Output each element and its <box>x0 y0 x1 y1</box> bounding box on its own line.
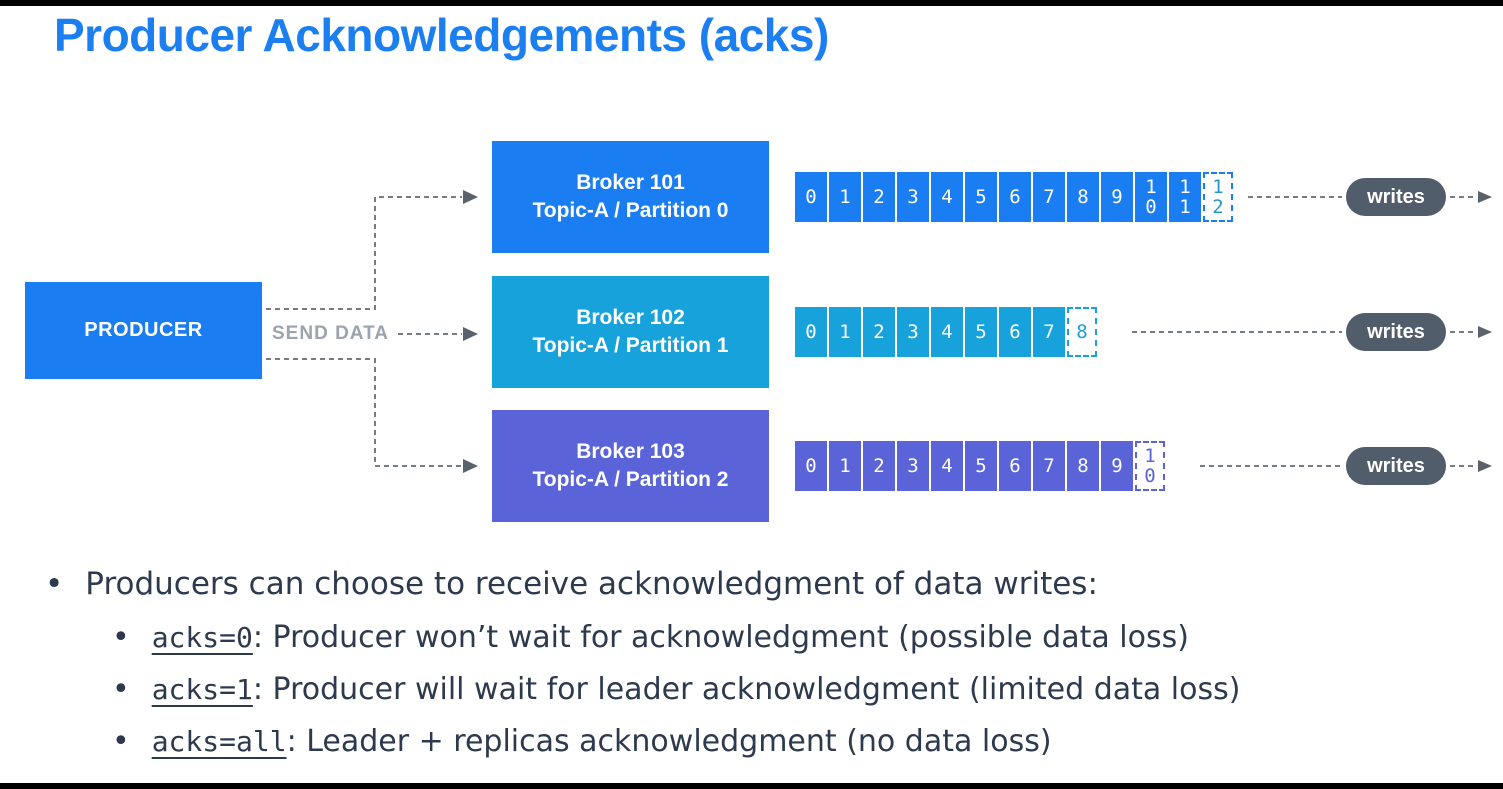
writes-pill: writes <box>1346 313 1446 351</box>
offset-cell: 9 <box>1101 172 1133 222</box>
offset-cell: 4 <box>931 172 963 222</box>
offset-cell: 7 <box>1033 172 1065 222</box>
bullet-icon: • <box>112 620 130 655</box>
acks-code: acks=0 <box>151 621 253 654</box>
writes-pill: writes <box>1346 447 1446 485</box>
acks-code: acks=1 <box>151 673 253 706</box>
broker-name: Broker 103 <box>576 440 685 463</box>
offset-cell: 3 <box>897 441 929 491</box>
arrowhead-icon <box>463 459 478 473</box>
bullet-icon: • <box>112 672 130 707</box>
offset-cell: 2 <box>863 172 895 222</box>
note-text: acks=1: Producer will wait for leader ac… <box>152 672 1241 707</box>
producer-box: PRODUCER <box>25 282 262 379</box>
offset-cell: 5 <box>965 307 997 357</box>
acks-desc: : Producer will wait for leader acknowle… <box>252 672 1241 707</box>
offset-cell: 4 <box>931 441 963 491</box>
arrowhead-icon <box>463 190 478 204</box>
offset-cell: 0 <box>795 307 827 357</box>
note-text: acks=0: Producer won’t wait for acknowle… <box>152 620 1189 655</box>
acks-code: acks=all <box>151 725 287 758</box>
note-intro-text: Producers can choose to receive acknowle… <box>85 566 1098 602</box>
note-acks-1: • acks=1: Producer will wait for leader … <box>112 672 1240 707</box>
acks-desc: : Producer won’t wait for acknowledgment… <box>252 620 1189 655</box>
next-offset-cell: 8 <box>1067 307 1097 357</box>
arrow-producer-to-broker103 <box>266 358 462 467</box>
offset-cell: 9 <box>1101 441 1133 491</box>
offset-cell: 0 <box>795 172 827 222</box>
next-offset-cell: 1 2 <box>1203 172 1233 222</box>
offset-cell: 1 <box>829 307 861 357</box>
offset-cell: 2 <box>863 441 895 491</box>
offset-cell: 1 0 <box>1135 172 1167 222</box>
offset-cell: 6 <box>999 307 1031 357</box>
acks-desc: : Leader + replicas acknowledgment (no d… <box>286 724 1052 759</box>
offset-cell: 0 <box>795 441 827 491</box>
letterbox-top <box>0 0 1503 6</box>
arrowhead-icon <box>1478 191 1492 203</box>
slide-title: Producer Acknowledgements (acks) <box>54 9 829 61</box>
broker-name: Broker 101 <box>576 171 685 194</box>
offset-cell: 8 <box>1067 172 1099 222</box>
offset-cell: 7 <box>1033 307 1065 357</box>
offset-cell: 3 <box>897 172 929 222</box>
broker-topic: Topic-A / Partition 2 <box>532 468 729 491</box>
arrowhead-icon <box>1478 460 1492 472</box>
bullet-icon: • <box>45 566 64 602</box>
bullet-icon: • <box>112 724 130 759</box>
send-data-label: SEND DATA <box>272 323 390 344</box>
arrow-producer-to-broker101 <box>266 196 462 310</box>
writes-pill: writes <box>1346 178 1446 216</box>
offset-cell: 1 <box>829 172 861 222</box>
offset-cell: 5 <box>965 441 997 491</box>
next-offset-cell: 1 0 <box>1135 441 1165 491</box>
producer-label: PRODUCER <box>84 319 203 341</box>
broker-topic: Topic-A / Partition 1 <box>532 334 729 357</box>
broker-topic: Topic-A / Partition 0 <box>532 199 729 222</box>
letterbox-bottom <box>0 783 1503 789</box>
broker-name: Broker 102 <box>576 306 685 329</box>
offset-cell: 8 <box>1067 441 1099 491</box>
broker-103-box: Broker 103 Topic-A / Partition 2 <box>492 410 769 522</box>
offset-cell: 1 1 <box>1169 172 1201 222</box>
offset-cell: 2 <box>863 307 895 357</box>
offset-cell: 7 <box>1033 441 1065 491</box>
offset-cell: 3 <box>897 307 929 357</box>
arrowhead-icon <box>1478 326 1492 338</box>
broker-101-box: Broker 101 Topic-A / Partition 0 <box>492 141 769 253</box>
note-intro: • Producers can choose to receive acknow… <box>45 566 1098 602</box>
offset-cell: 1 <box>829 441 861 491</box>
offset-cell: 6 <box>999 441 1031 491</box>
broker-102-box: Broker 102 Topic-A / Partition 1 <box>492 276 769 388</box>
arrowhead-icon <box>463 327 478 341</box>
note-acks-all: • acks=all: Leader + replicas acknowledg… <box>112 724 1052 759</box>
offset-cell: 5 <box>965 172 997 222</box>
note-acks-0: • acks=0: Producer won’t wait for acknow… <box>112 620 1189 655</box>
note-text: acks=all: Leader + replicas acknowledgme… <box>152 724 1052 759</box>
offset-cell: 4 <box>931 307 963 357</box>
offset-cell: 6 <box>999 172 1031 222</box>
